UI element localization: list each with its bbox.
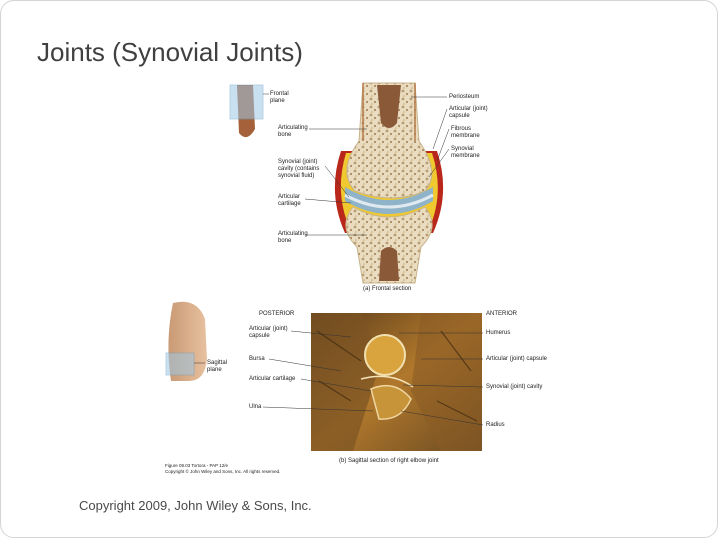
articulating-bone-lower-label: Articulating bone bbox=[278, 231, 308, 244]
anterior-label: ANTERIOR bbox=[486, 311, 518, 317]
radius-label: Radius bbox=[486, 422, 505, 428]
sagittal-plane-label: Sagittal plane bbox=[207, 360, 228, 373]
slide-title: Joints (Synovial Joints) bbox=[37, 37, 303, 67]
periosteum-label: Periosteum bbox=[449, 94, 480, 100]
posterior-label: POSTERIOR bbox=[259, 311, 295, 317]
frontal-plane-label: Frontal plane bbox=[270, 91, 289, 104]
fibrous-membrane-label: Fibrous membrane bbox=[451, 126, 480, 139]
synovial-joint-frontal-section bbox=[304, 82, 450, 284]
synovial-cavity-b-label: Synovial (joint) cavity bbox=[486, 384, 543, 390]
humerus-label: Humerus bbox=[486, 330, 511, 336]
figure-credit: Figure 09.03 Tortora - PAP 12/e Copyrigh… bbox=[165, 463, 281, 474]
frontal-plane-inset bbox=[229, 84, 269, 138]
figure-a-caption: (a) Frontal section bbox=[363, 286, 412, 292]
bursa-label: Bursa bbox=[249, 356, 265, 362]
elbow-sagittal-photo bbox=[262, 313, 484, 451]
copyright-footer: Copyright 2009, John Wiley & Sons, Inc. bbox=[79, 498, 312, 513]
ulna-label: Ulna bbox=[249, 404, 262, 410]
figure-b-caption: (b) Sagittal section of right elbow join… bbox=[339, 458, 439, 464]
articular-capsule-anterior-label: Articular (joint) capsule bbox=[486, 356, 548, 362]
sagittal-plane-inset bbox=[165, 301, 207, 381]
articular-capsule-label: Articular (joint) capsule bbox=[449, 106, 488, 119]
articular-cartilage-b-label: Articular cartilage bbox=[249, 376, 296, 382]
synovial-membrane-label: Synovial membrane bbox=[451, 146, 480, 159]
articular-cartilage-label: Articular cartilage bbox=[278, 194, 301, 207]
synovial-cavity-label: Synovial (joint) cavity (contains synovi… bbox=[278, 159, 320, 179]
articulating-bone-upper-label: Articulating bone bbox=[278, 125, 308, 138]
articular-capsule-b-label: Articular (joint) capsule bbox=[249, 326, 288, 339]
